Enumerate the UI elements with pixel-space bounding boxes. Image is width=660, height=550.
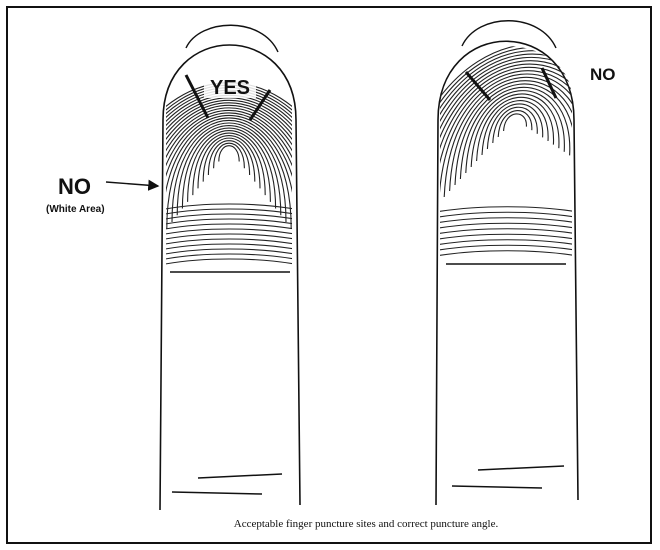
right-ridge [504, 114, 527, 131]
right-ridge [436, 207, 578, 212]
yes-label: YES [210, 77, 250, 99]
right-ridge [450, 81, 581, 191]
right-fingernail [462, 21, 556, 48]
right-ridge [436, 245, 578, 250]
right-ridge [493, 107, 537, 143]
white-area-arrow [106, 182, 158, 186]
left-ridge [160, 259, 300, 265]
no-label-left: NO [58, 174, 91, 199]
right-ridge [439, 74, 592, 203]
right-ridge [436, 212, 578, 217]
left-ridge [214, 143, 245, 168]
left-ridge [120, 98, 338, 289]
left-ridge [219, 146, 239, 162]
right-ridge [436, 223, 578, 228]
right-ridge [436, 234, 578, 239]
left-ridge [99, 88, 359, 316]
left-ridge [156, 115, 301, 242]
left-crease-upper [198, 474, 282, 478]
right-ridge [417, 61, 613, 227]
right-crease-upper [478, 466, 564, 470]
white-area-label: (White Area) [46, 204, 105, 215]
right-ridge [471, 94, 559, 167]
right-ridge [423, 64, 608, 221]
right-ridge [466, 91, 565, 173]
left-fingerprint-ridges [89, 83, 369, 330]
right-ridge [436, 251, 578, 256]
left-ridge [89, 83, 369, 330]
right-ridge [436, 229, 578, 234]
right-crease-lower [452, 486, 542, 488]
right-finger [390, 21, 640, 505]
no-label-right: NO [590, 65, 616, 84]
left-ridge [110, 93, 349, 303]
figure-caption: Acceptable finger puncture sites and cor… [234, 518, 499, 530]
right-ridge [436, 240, 578, 245]
left-fingernail [186, 25, 278, 52]
right-ridge [436, 218, 578, 223]
left-ridge [193, 133, 265, 195]
left-crease-lower [172, 492, 262, 494]
